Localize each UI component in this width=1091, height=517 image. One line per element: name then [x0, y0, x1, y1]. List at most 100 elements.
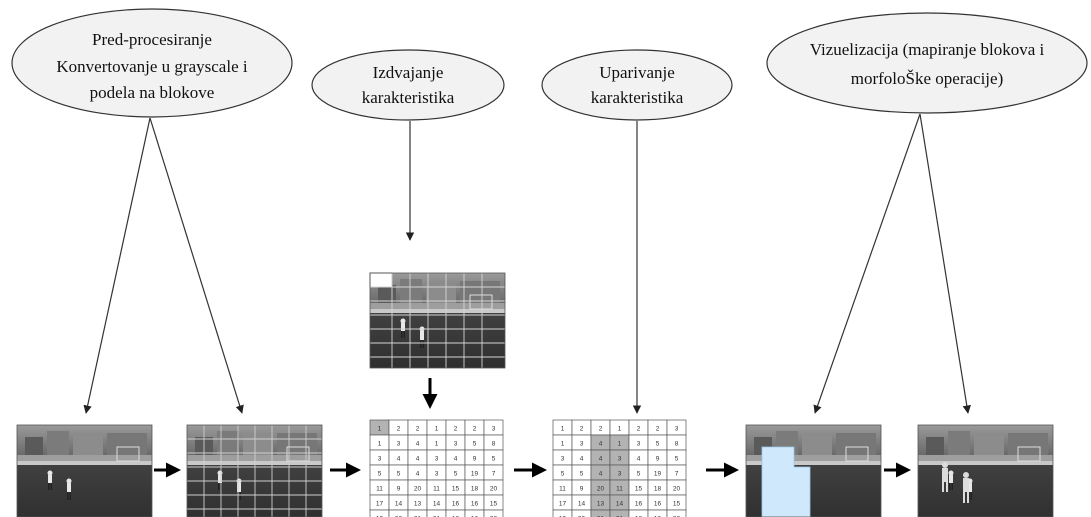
connector-visualize-to-frame-result [919, 113, 971, 414]
matrix-cell [571, 509, 592, 517]
frame-extraction-blocks [369, 272, 506, 369]
matrix-cell-value: 2 [637, 426, 641, 433]
matrix-cell [628, 509, 649, 517]
matrix-cell-value: 5 [492, 456, 496, 463]
matrix-cell [369, 509, 390, 517]
connector-preprocess-to-frame-1 [83, 117, 151, 414]
matrix-cell-value: 8 [675, 441, 679, 448]
matrix-cell-value: 3 [618, 471, 622, 478]
stage-preprocess-line-3: podela na blokove [90, 83, 215, 102]
matrix-cell-value: 3 [454, 441, 458, 448]
matrix-cell-value: 14 [616, 501, 624, 508]
matrix-cell-value: 3 [580, 441, 584, 448]
matrix-cell-value: 13 [414, 501, 422, 508]
matrix-cell-value: 2 [656, 426, 660, 433]
matrix-cell-value: 21 [433, 516, 441, 517]
stage-extract-line-1: Izdvajanje [373, 63, 444, 82]
matrix-cell-value: 3 [435, 456, 439, 463]
matrix-cell-value: 2 [580, 426, 584, 433]
matrix-cell [445, 509, 466, 517]
matrix-cell-value: 14 [395, 501, 403, 508]
connector-visualize-to-frame-mask [813, 113, 921, 414]
forgery-mask [761, 446, 811, 517]
matrix-cell-value: 16 [471, 501, 479, 508]
matrix-cell [388, 509, 409, 517]
stage-preprocess-line-2: Konvertovanje u grayscale i [56, 57, 247, 76]
matrix-cell-value: 1 [561, 426, 565, 433]
matrix-cell-value: 14 [578, 501, 586, 508]
matrix-cell-value: 5 [656, 441, 660, 448]
matrix-cell-value: 18 [471, 486, 479, 493]
matrix-cell [407, 509, 428, 517]
matrix-cell-value: 16 [452, 501, 460, 508]
matrix-cell-value: 9 [580, 486, 584, 493]
matrix-cell-value: 2 [473, 426, 477, 433]
matrix-cell-value: 11 [559, 486, 566, 493]
matrix-cell-value: 22 [490, 516, 498, 517]
matrix-cell-value: 11 [616, 486, 623, 493]
matrix-cell-value: 16 [635, 501, 643, 508]
stage-preprocess: Pred-procesiranje Konvertovanje u graysc… [11, 8, 293, 118]
matrix-cell-value: 4 [580, 456, 584, 463]
matrix-cell-value: 4 [397, 456, 401, 463]
stage-extract: Izdvajanje karakteristika [311, 49, 505, 121]
matrix-cell-value: 1 [618, 426, 622, 433]
matrix-cell-value: 20 [490, 486, 498, 493]
matrix-cell-value: 5 [378, 471, 382, 478]
matrix-cell-value: 3 [435, 471, 439, 478]
matrix-cell-value: 5 [580, 471, 584, 478]
matrix-cell-value: 1 [378, 441, 382, 448]
matrix-cell-value: 1 [561, 441, 565, 448]
matrix-cell-value: 20 [395, 516, 403, 517]
matrix-cell-value: 12 [635, 516, 643, 517]
matrix-cell [464, 509, 485, 517]
matrix-cell-value: 4 [416, 471, 420, 478]
matrix-cell-value: 3 [378, 456, 382, 463]
matrix-cell-value: 4 [416, 456, 420, 463]
matrix-cell-value: 15 [635, 486, 643, 493]
matrix-cell-value: 16 [654, 516, 662, 517]
matrix-cell-value: 4 [599, 456, 603, 463]
stage-visualize: Vizuelizacija (mapiranje blokova i morfo… [766, 12, 1088, 114]
matrix-cell-value: 9 [397, 486, 401, 493]
connector-preprocess-to-frame-2 [149, 117, 244, 414]
matrix-cell-value: 22 [673, 516, 681, 517]
matrix-cell-value: 15 [452, 486, 460, 493]
matrix-cell [666, 509, 687, 517]
matrix-cell-value: 5 [561, 471, 565, 478]
matrix-cell-value: 5 [454, 471, 458, 478]
matrix-cell-value: 2 [454, 426, 458, 433]
stage-bubble [311, 49, 505, 121]
matrix-cell-value: 19 [471, 471, 479, 478]
matrix-cell-value: 17 [376, 501, 384, 508]
stage-extract-line-2: karakteristika [362, 88, 455, 107]
matrix-cell-value: 3 [618, 456, 622, 463]
matrix-cell-value: 1 [378, 426, 382, 433]
matrix-cell-value: 7 [675, 471, 679, 478]
matrix-cell-value: 4 [637, 456, 641, 463]
matrix-cell-value: 1 [435, 441, 439, 448]
matrix-cell-value: 15 [490, 501, 498, 508]
matrix-cell-value: 4 [454, 456, 458, 463]
stage-visualize-line-2: morfoloŠke operacije) [851, 69, 1003, 88]
connectors [83, 113, 971, 414]
stage-match-line-2: karakteristika [591, 88, 684, 107]
stage-match-line-1: Uparivanje [599, 63, 675, 82]
stage-match: Uparivanje karakteristika [541, 49, 733, 121]
matrix-cell-value: 15 [673, 501, 681, 508]
matrix-cell-value: 9 [473, 456, 477, 463]
matrix-cell [426, 509, 447, 517]
matrix-cell-value: 20 [673, 486, 681, 493]
matrix-cell-value: 1 [618, 441, 622, 448]
matrix-cell-value: 21 [616, 516, 624, 517]
matrix-cell-value: 3 [397, 441, 401, 448]
matrix-cell-value: 19 [559, 516, 567, 517]
stage-bubble [541, 49, 733, 121]
matrix-cell-value: 13 [597, 501, 605, 508]
frame-blocks [186, 424, 323, 517]
matrix-cell-value: 4 [599, 441, 603, 448]
matrix-cell-value: 11 [376, 486, 383, 493]
